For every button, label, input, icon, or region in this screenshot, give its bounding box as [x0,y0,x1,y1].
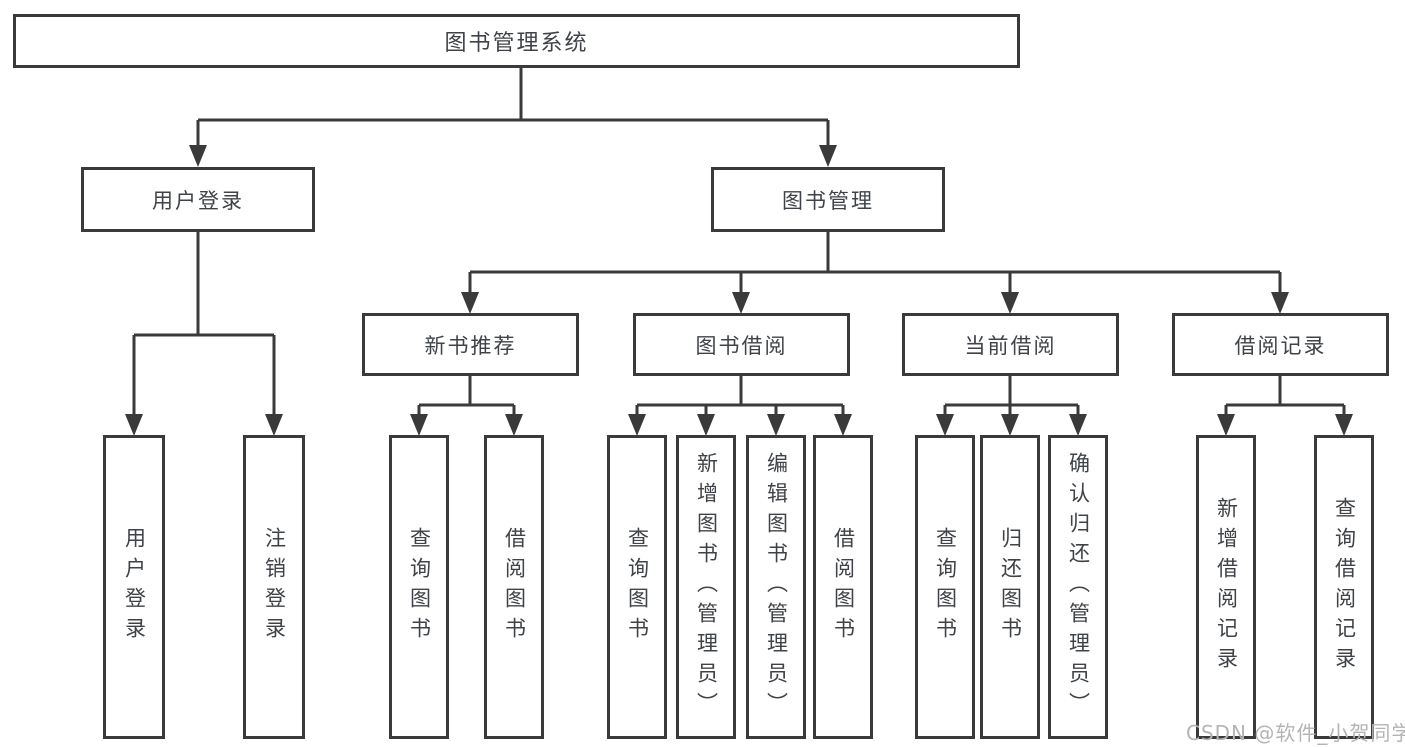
node-new-book-recommendation: 新书推荐 [362,313,579,376]
node-book-borrowing: 图书借阅 [633,313,850,376]
leaf-query-books-2-label: 查询图书 [625,527,650,647]
node-user-login: 用户登录 [81,167,315,232]
leaf-borrow-books-2: 借阅图书 [813,435,873,739]
leaf-query-books-2: 查询图书 [607,435,667,739]
leaf-confirm-return-admin: 确认归还（管理员） [1048,435,1108,739]
leaf-edit-books-admin-label: 编辑图书（管理员） [764,452,789,722]
leaf-query-borrow-record: 查询借阅记录 [1314,435,1374,739]
node-book-management: 图书管理 [711,167,945,232]
node-library-management-system: 图书管理系统 [13,14,1020,68]
leaf-add-books-admin-label: 新增图书（管理员） [694,452,719,722]
leaf-return-books-label: 归还图书 [998,527,1023,647]
leaf-confirm-return-admin-label: 确认归还（管理员） [1066,452,1091,722]
leaf-add-borrow-record-label: 新增借阅记录 [1214,497,1239,677]
leaf-logout-login: 注销登录 [243,435,305,739]
leaf-user-login-label: 用户登录 [122,527,147,647]
leaf-query-books-1-label: 查询图书 [407,527,432,647]
leaf-user-login: 用户登录 [103,435,165,739]
leaf-add-books-admin: 新增图书（管理员） [676,435,736,739]
leaf-query-borrow-record-label: 查询借阅记录 [1332,497,1357,677]
node-current-borrowing: 当前借阅 [902,313,1119,376]
leaf-query-books-1: 查询图书 [389,435,449,739]
leaf-borrow-books-2-label: 借阅图书 [831,527,856,647]
leaf-return-books: 归还图书 [980,435,1040,739]
leaf-query-books-3-label: 查询图书 [933,527,958,647]
node-borrowing-records: 借阅记录 [1172,313,1389,376]
leaf-add-borrow-record: 新增借阅记录 [1196,435,1256,739]
leaf-borrow-books-1-label: 借阅图书 [502,527,527,647]
leaf-borrow-books-1: 借阅图书 [484,435,544,739]
leaf-query-books-3: 查询图书 [915,435,975,739]
csdn-watermark: CSDN @软件_小贺同学 [1186,721,1405,745]
leaf-edit-books-admin: 编辑图书（管理员） [746,435,806,739]
leaf-logout-login-label: 注销登录 [262,527,287,647]
